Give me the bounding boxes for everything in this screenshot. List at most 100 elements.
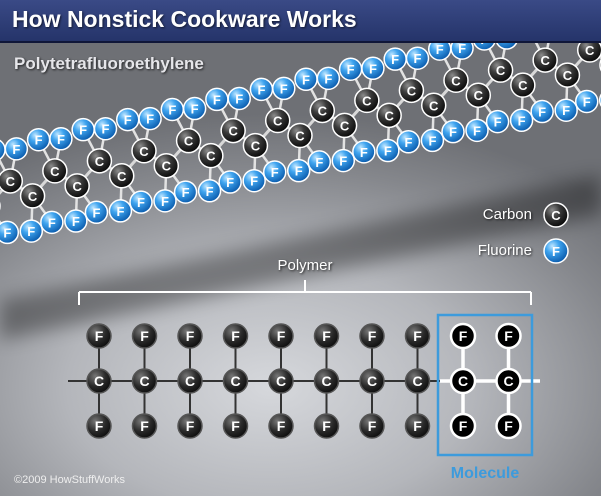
chain-fluorine-atom: F	[331, 148, 356, 173]
chain-carbon-atom: C	[420, 92, 447, 119]
carbon-symbol: C	[230, 373, 240, 389]
chain-fluorine-symbol: F	[250, 174, 258, 189]
title-bar: How Nonstick Cookware Works	[0, 0, 601, 43]
chain-carbon-atom: C	[86, 148, 113, 174]
chain-fluorine-atom: F	[420, 128, 445, 153]
chain-carbon-symbol: C	[139, 144, 149, 159]
chain-fluorine-symbol: F	[449, 125, 457, 140]
chain-fluorine-symbol: F	[295, 164, 303, 179]
chain-fluorine-symbol: F	[473, 123, 481, 138]
legend-fluorine-atom: F	[543, 238, 569, 264]
chain-fluorine-atom: F	[84, 200, 109, 225]
chain-carbon-symbol: C	[184, 134, 194, 149]
chain-carbon-symbol: C	[50, 164, 60, 179]
molecule-fluorine-atom: F	[495, 322, 522, 350]
chain-carbon-symbol: C	[407, 83, 417, 98]
fluorine-symbol: F	[277, 328, 286, 344]
molecule-fluorine-atom: F	[449, 412, 477, 440]
fluorine-symbol: F	[322, 328, 331, 344]
chain-fluorine-symbol: F	[384, 144, 392, 159]
molecule-highlight-box	[436, 313, 534, 457]
chain-carbon-atom: C	[487, 57, 514, 83]
chain-carbon-symbol: C	[251, 139, 261, 154]
formula-fluorine-atom: F	[131, 413, 158, 439]
chain-carbon-symbol: C	[117, 169, 127, 184]
formula-fluorine-atom: F	[404, 323, 431, 349]
fluorine-symbol: F	[231, 328, 240, 344]
chain-fluorine-symbol: F	[494, 115, 502, 130]
formula-fluorine-atom: F	[359, 323, 385, 349]
formula-fluorine-atom: F	[313, 323, 340, 349]
chain-carbon-symbol: C	[95, 154, 105, 169]
formula-fluorine-atom: F	[268, 413, 294, 439]
chain-fluorine-symbol: F	[347, 62, 355, 77]
chain-carbon-symbol: C	[474, 88, 484, 103]
chain-fluorine-symbol: F	[404, 135, 412, 150]
chain-fluorine-symbol: F	[235, 91, 243, 106]
fluorine-symbol: F	[140, 418, 149, 434]
fluorine-symbol: F	[504, 328, 513, 344]
chain-carbon-symbol: C	[563, 68, 573, 83]
chain-fluorine-symbol: F	[414, 51, 422, 66]
legend-carbon-label: Carbon	[482, 206, 532, 223]
legend-fluorine-symbol: F	[552, 244, 560, 259]
chain-fluorine-symbol: F	[562, 103, 570, 118]
fluorine-symbol: F	[140, 328, 149, 344]
chain-fluorine-atom: F	[4, 137, 29, 161]
formula-fluorine-atom: F	[222, 413, 249, 439]
fluorine-symbol: F	[322, 418, 331, 434]
fluorine-symbol: F	[231, 418, 240, 434]
chain-fluorine-atom: F	[530, 99, 554, 124]
chain-fluorine-atom: F	[26, 127, 51, 152]
fluorine-symbol: F	[504, 418, 513, 434]
chain-fluorine-symbol: F	[324, 71, 332, 86]
chain-carbon-atom: C	[443, 67, 469, 93]
chain-fluorine-atom: F	[294, 67, 318, 92]
chain-fluorine-atom: F	[242, 168, 266, 193]
carbon-symbol: C	[321, 373, 331, 389]
chain-fluorine-symbol: F	[191, 102, 199, 117]
formula-carbon-atom: C	[86, 368, 112, 394]
fluorine-symbol: F	[277, 418, 286, 434]
formula-fluorine-atom: F	[359, 413, 385, 439]
chain-fluorine-symbol: F	[102, 122, 110, 137]
chain-fluorine-atom: F	[307, 150, 332, 174]
chain-carbon-atom: C	[131, 138, 157, 164]
formula-fluorine-atom: F	[313, 413, 340, 439]
chain-fluorine-symbol: F	[35, 133, 43, 148]
fluorine-symbol: F	[95, 418, 104, 434]
fluorine-symbol: F	[413, 328, 422, 344]
chain-fluorine-symbol: F	[436, 42, 444, 57]
chain-carbon-atom: C	[198, 142, 224, 169]
chain-carbon-symbol: C	[540, 53, 550, 68]
chain-fluorine-atom: F	[361, 56, 385, 81]
polymer-label: Polymer	[277, 257, 333, 274]
chain-fluorine-atom: F	[0, 139, 6, 160]
chain-carbon-atom: C	[465, 82, 492, 108]
chain-carbon-atom: C	[19, 183, 46, 209]
carbon-symbol: C	[276, 373, 286, 389]
chain-fluorine-symbol: F	[428, 133, 436, 148]
chain-carbon-symbol: C	[72, 179, 82, 194]
formula-carbon-atom: C	[359, 368, 385, 394]
chain-fluorine-symbol: F	[213, 92, 221, 107]
legend-carbon-atom: C	[543, 202, 569, 228]
chain-carbon-atom: C	[175, 127, 202, 154]
chain-fluorine-symbol: F	[257, 82, 265, 97]
chain-fluorine-symbol: F	[57, 132, 65, 147]
chain-fluorine-atom: F	[262, 160, 287, 184]
chain-carbon-atom: C	[331, 112, 358, 139]
formula-carbon-atom: C	[131, 368, 158, 394]
chain-fluorine-symbol: F	[360, 145, 368, 160]
chain-carbon-atom: C	[64, 173, 90, 199]
chain-carbon-atom: C	[287, 122, 313, 149]
chain-fluorine-symbol: F	[226, 175, 234, 190]
formula-carbon-atom: C	[404, 368, 431, 394]
chain-fluorine-atom: F	[40, 210, 64, 235]
formula-carbon-atom: C	[313, 368, 340, 394]
formula-fluorine-atom: F	[177, 323, 203, 349]
chain-fluorine-symbol: F	[92, 205, 100, 220]
chain-fluorine-symbol: F	[27, 224, 35, 239]
chain-carbon-symbol: C	[206, 149, 216, 164]
chain-fluorine-atom: F	[509, 108, 534, 133]
